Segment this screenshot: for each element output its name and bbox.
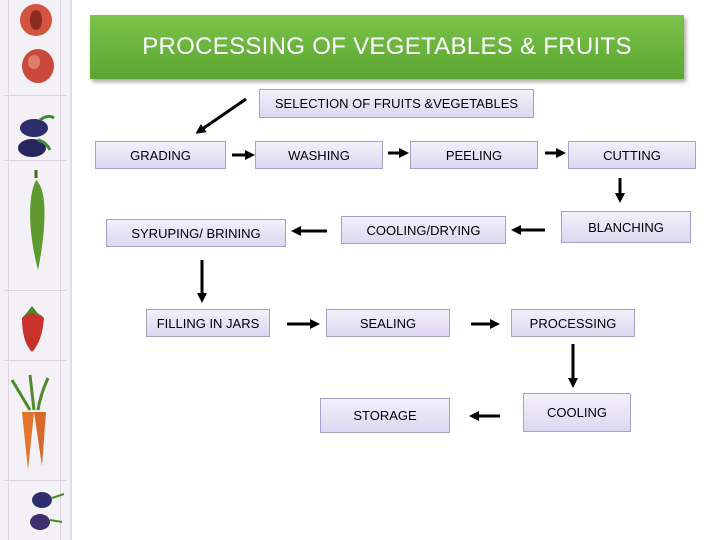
step-syruping-brining: SYRUPING/ BRINING — [106, 219, 286, 247]
strawberry-icon — [22, 306, 44, 352]
plum-icon — [20, 114, 55, 137]
step-blanching: BLANCHING — [561, 211, 691, 243]
peach-icon — [20, 4, 54, 83]
step-selection: SELECTION OF FRUITS &VEGETABLES — [259, 89, 534, 118]
step-processing: PROCESSING — [511, 309, 635, 337]
step-filling-in-jars: FILLING IN JARS — [146, 309, 270, 337]
page-title: PROCESSING OF VEGETABLES & FRUITS — [90, 15, 684, 79]
step-peeling: PEELING — [410, 141, 538, 169]
okra-icon — [30, 170, 45, 270]
radish-icon — [30, 492, 65, 530]
decorative-sidebar — [0, 0, 72, 540]
blueberry-icon — [18, 138, 52, 157]
step-washing: WASHING — [255, 141, 383, 169]
sidebar-illustrations — [10, 4, 65, 530]
step-grading: GRADING — [95, 141, 226, 169]
step-cooling: COOLING — [523, 393, 631, 432]
step-storage: STORAGE — [320, 398, 450, 433]
step-cutting: CUTTING — [568, 141, 696, 169]
arrow-selection-to-grading — [195, 97, 247, 134]
carrot-icon — [10, 374, 50, 470]
step-sealing: SEALING — [326, 309, 450, 337]
step-cooling-drying: COOLING/DRYING — [341, 216, 506, 244]
